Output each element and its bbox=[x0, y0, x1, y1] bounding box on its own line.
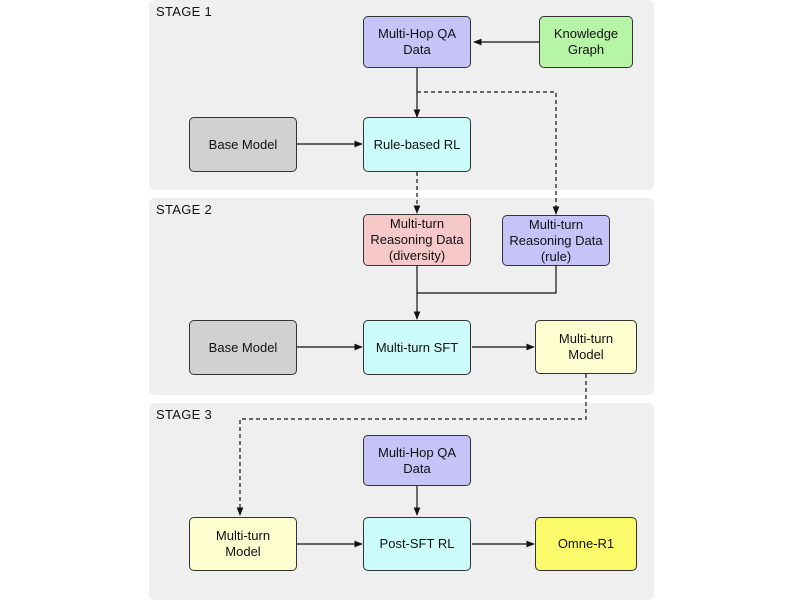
node-label: Post-SFT RL bbox=[379, 536, 455, 551]
node-label: Multi-Hop QA Data bbox=[377, 444, 457, 476]
node-reasoning-data-diversity: Multi-turn Reasoning Data (diversity) bbox=[363, 214, 471, 266]
stage-1-label: STAGE 1 bbox=[156, 4, 213, 19]
node-label: Multi-Hop QA Data bbox=[377, 26, 457, 57]
node-label: Omne-R1 bbox=[557, 536, 615, 551]
stage-3-label: STAGE 3 bbox=[156, 407, 213, 422]
node-base-model-1: Base Model bbox=[189, 117, 297, 172]
node-label: Base Model bbox=[208, 339, 278, 355]
node-label: Rule-based RL bbox=[373, 136, 461, 152]
node-label: Knowledge Graph bbox=[553, 26, 619, 57]
node-label: Multi-turn Model bbox=[558, 331, 614, 362]
node-multi-turn-model-2: Multi-turn Model bbox=[535, 320, 637, 374]
node-omne-r1: Omne-R1 bbox=[535, 517, 637, 571]
node-label: Base Model bbox=[208, 136, 278, 152]
node-rule-based-rl: Rule-based RL bbox=[363, 117, 471, 172]
node-knowledge-graph: Knowledge Graph bbox=[539, 16, 633, 68]
node-multi-turn-sft: Multi-turn SFT bbox=[363, 320, 471, 375]
node-reasoning-data-rule: Multi-turn Reasoning Data (rule) bbox=[502, 215, 610, 266]
node-label: Multi-turn Model bbox=[215, 528, 271, 559]
node-label: Multi-turn Reasoning Data (diversity) bbox=[370, 216, 464, 263]
node-label: Multi-turn SFT bbox=[375, 339, 459, 355]
node-post-sft-rl: Post-SFT RL bbox=[363, 517, 471, 571]
node-multi-turn-model-3: Multi-turn Model bbox=[189, 517, 297, 571]
stage-2-label: STAGE 2 bbox=[156, 202, 213, 217]
node-label: Multi-turn Reasoning Data (rule) bbox=[509, 216, 603, 264]
node-base-model-2: Base Model bbox=[189, 320, 297, 375]
node-multi-hop-qa-data: Multi-Hop QA Data bbox=[363, 16, 471, 68]
node-multi-hop-qa-data-3: Multi-Hop QA Data bbox=[363, 435, 471, 486]
